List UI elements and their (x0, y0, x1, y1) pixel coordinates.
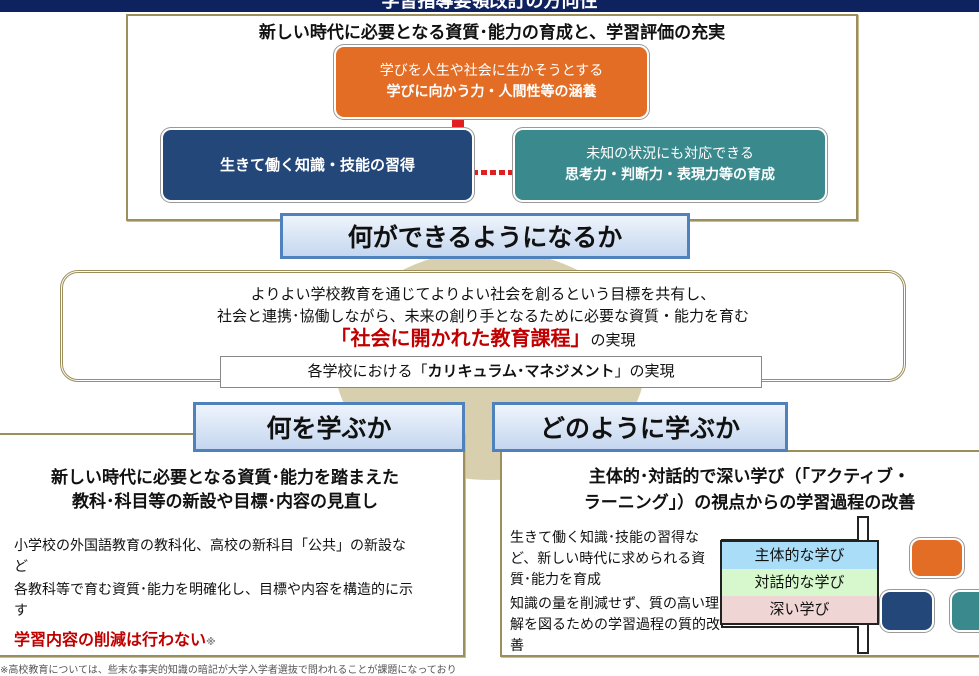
box-line: 生きて働く知識・技能の習得 (219, 155, 415, 174)
right-item: 生きて働く知識･技能の習得など、新しい時代に求められる資質･能力を育成 (510, 530, 706, 588)
arrow-shape (721, 516, 869, 654)
mini-navy-box (882, 592, 932, 630)
mini-orange-box (912, 540, 962, 576)
right-item: 知識の量を削減せず、質の高い理解を図るための学習過程の質的改善 (510, 596, 720, 654)
curriculum-management-box: 各学校における「カリキュラム･マネジメント」の実現 (220, 356, 762, 388)
box-line: 学びに向かう力・人間性等の涵養 (386, 84, 597, 100)
t: 学習内容の削減は行わない (14, 630, 207, 649)
left-item: 小学校の外国語教育の教科化、高校の新科目「公共」の新設など (14, 538, 406, 575)
open-curriculum: 「社会に開かれた教育課程」 (330, 326, 591, 350)
t: カリキュラム･マネジメント (427, 362, 615, 380)
thinking-box: 未知の状況にも対応できる思考力・判断力・表現力等の育成 (515, 130, 825, 200)
mini-teal-box (952, 592, 979, 630)
box-line: 未知の状況にも対応できる (586, 146, 754, 162)
question-what-learn: 何を学ぶか (193, 402, 465, 452)
knowledge-skills-box: 生きて働く知識・技能の習得 (163, 130, 472, 200)
learning-types: 主体的な学び対話的な学び深い学び (720, 540, 879, 625)
t: 」の実現 (614, 362, 675, 380)
t: ※ (206, 637, 216, 648)
top-heading: 新しい時代に必要となる資質･能力の育成と、学習評価の充実 (258, 23, 726, 43)
interactive-learning: 対話的な学び (722, 569, 877, 596)
right-heading: 主体的･対話的で深い学び（「アクティブ・ラーニング」）の視点からの学習過程の改善 (520, 464, 979, 516)
box-line: 学びを人生や社会に生かそうとする (379, 63, 604, 79)
left-heading: 新しい時代に必要となる資質･能力を踏まえた教科･科目等の新設や目標･内容の見直し (0, 466, 450, 514)
proactive-learning: 主体的な学び (722, 542, 877, 569)
title-bar: 学習指導要領改訂の方向性 (0, 0, 979, 12)
h: 新しい時代に必要となる資質･能力を踏まえた (51, 468, 399, 488)
ability-attitude-box: 学びを人生や社会に生かそうとする学びに向かう力・人間性等の涵養 (336, 47, 647, 117)
h: 主体的･対話的で深い学び（「アクティブ・ (588, 467, 911, 487)
box-line: 思考力・判断力・表現力等の育成 (565, 167, 775, 183)
h: ラーニング」）の視点からの学習過程の改善 (583, 493, 916, 513)
connector (452, 117, 464, 130)
left-item: 各教科等で育む資質･能力を明確化し、目標や内容を構造的に示す (14, 582, 413, 619)
h: 教科･科目等の新設や目標･内容の見直し (72, 492, 378, 512)
question-what-can-do: 何ができるようになるか (280, 213, 690, 259)
mid-line1: よりよい学校教育を通じてよりよい社会を創るという目標を共有し、 (250, 285, 716, 303)
no-reduction: 学習内容の削減は行わない※ (14, 626, 216, 650)
connector (472, 170, 515, 175)
deep-learning: 深い学び (722, 596, 877, 623)
mid-suffix: の実現 (590, 331, 636, 349)
question-how-learn: どのように学ぶか (492, 402, 788, 452)
page-title: 学習指導要領改訂の方向性 (381, 0, 598, 12)
footnote: ※高校教育については、些末な事実的知識の暗記が大学入学者選抜で問われることが課題… (0, 665, 457, 676)
t: 各学校における「 (307, 362, 428, 380)
mid-line2: 社会と連携･協働しながら、未来の創り手となるために必要な資質・能力を育む (216, 307, 750, 325)
